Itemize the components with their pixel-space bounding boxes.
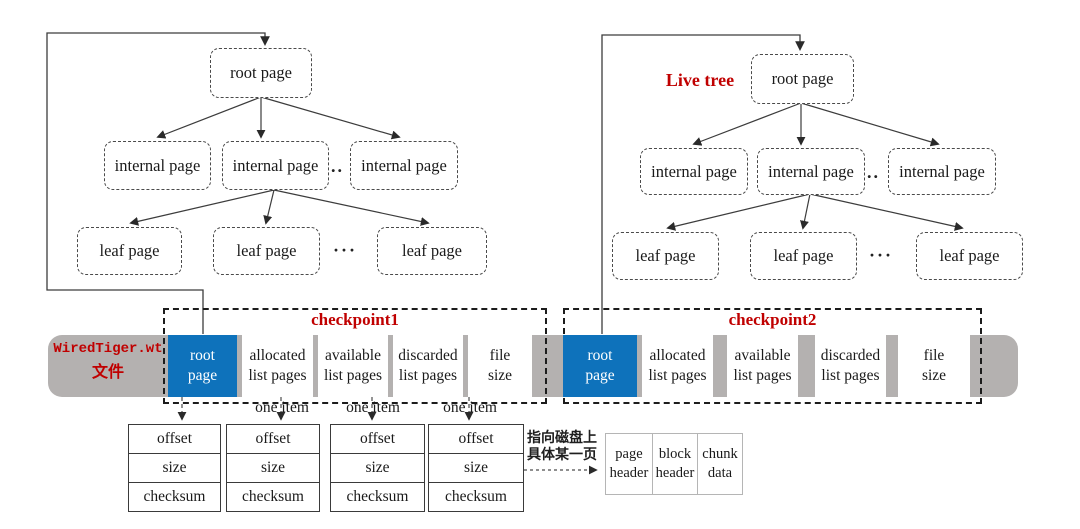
live-tree-leaf-page: leaf page xyxy=(916,232,1023,280)
live-tree-internal-page: internal page xyxy=(640,148,748,195)
tree-branch-arrows xyxy=(129,96,964,231)
checkpoint1-root-page-segment: root page xyxy=(168,335,237,397)
item-table-row: size xyxy=(429,453,523,482)
wiredtiger-file-label: WiredTiger.wt 文件 xyxy=(50,341,166,382)
checkpoint2-title: checkpoint2 xyxy=(728,310,817,329)
checkpoint2-available-list-segment: available list pages xyxy=(727,335,798,397)
live-tree-leaf-page: leaf page xyxy=(612,232,719,280)
live-tree-root-page: root page xyxy=(751,54,854,104)
item-table: offset size checksum xyxy=(428,424,524,512)
live-tree-title: Live tree xyxy=(665,70,735,90)
item-table-row: offset xyxy=(359,430,395,447)
item-table: offset size checksum xyxy=(330,424,425,512)
wiredtiger-file-name-cn: 文件 xyxy=(91,364,124,381)
wiredtiger-file-name: WiredTiger.wt xyxy=(53,341,163,357)
item-table: offset size checksum xyxy=(128,424,221,512)
item-table-row: size xyxy=(331,453,424,482)
one-item-label: one item xyxy=(255,399,309,416)
item-table-row: size xyxy=(129,453,220,482)
item-table-row: size xyxy=(227,453,319,482)
checkpoint-tree-internal-ellipsis: .. xyxy=(331,156,344,176)
one-item-label: one item xyxy=(443,399,497,416)
checkpoint-tree-internal-page: internal page xyxy=(222,141,329,190)
checkpoint2-discarded-list-segment: discarded list pages xyxy=(815,335,886,397)
checkpoint1-title: checkpoint1 xyxy=(311,310,399,329)
checkpoint2-allocated-list-segment: allocated list pages xyxy=(642,335,713,397)
item-table-row: offset xyxy=(255,430,291,447)
checkpoint1-allocated-list-segment: allocated list pages xyxy=(242,335,313,397)
item-pointer-arrows xyxy=(177,397,598,475)
checkpoint-tree-leaf-page: leaf page xyxy=(213,227,320,275)
live-tree-internal-page: internal page xyxy=(757,148,865,195)
checkpoint1-file-size-segment: file size xyxy=(468,335,532,397)
live-tree-leaf-ellipsis: ··· xyxy=(869,245,894,265)
checkpoint-tree-internal-page: internal page xyxy=(104,141,211,190)
checkpoint1-discarded-list-segment: discarded list pages xyxy=(393,335,463,397)
checkpoint-tree-internal-page: internal page xyxy=(350,141,458,190)
item-table-row: checksum xyxy=(129,482,220,511)
live-tree-internal-page: internal page xyxy=(888,148,996,195)
item-table-row: offset xyxy=(156,430,192,447)
chunk-data-block: chunk data xyxy=(697,433,743,495)
checkpoint1-available-list-segment: available list pages xyxy=(318,335,388,397)
checkpoint-tree-leaf-page: leaf page xyxy=(377,227,487,275)
checkpoint-tree-root-page: root page xyxy=(210,48,312,98)
tree-loop-lines xyxy=(46,32,805,334)
live-tree-leaf-page: leaf page xyxy=(750,232,857,280)
item-table-row: offset xyxy=(458,430,494,447)
checkpoint-tree-leaf-page: leaf page xyxy=(77,227,182,275)
checkpoint2-file-size-segment: file size xyxy=(898,335,970,397)
disk-pointer-note: 指向磁盘上 具体某一页 xyxy=(527,429,597,462)
checkpoint-tree-leaf-ellipsis: ··· xyxy=(333,240,358,260)
block-header-block: block header xyxy=(652,433,698,495)
item-table-row: checksum xyxy=(429,482,523,511)
checkpoint2-root-page-segment: root page xyxy=(563,335,637,397)
live-tree-internal-ellipsis: .. xyxy=(867,162,880,182)
one-item-label: one item xyxy=(346,399,400,416)
checkpoint1-region xyxy=(163,308,547,404)
item-table: offset size checksum xyxy=(226,424,320,512)
item-table-row: checksum xyxy=(331,482,424,511)
item-table-row: checksum xyxy=(227,482,319,511)
page-header-block: page header xyxy=(605,433,653,495)
